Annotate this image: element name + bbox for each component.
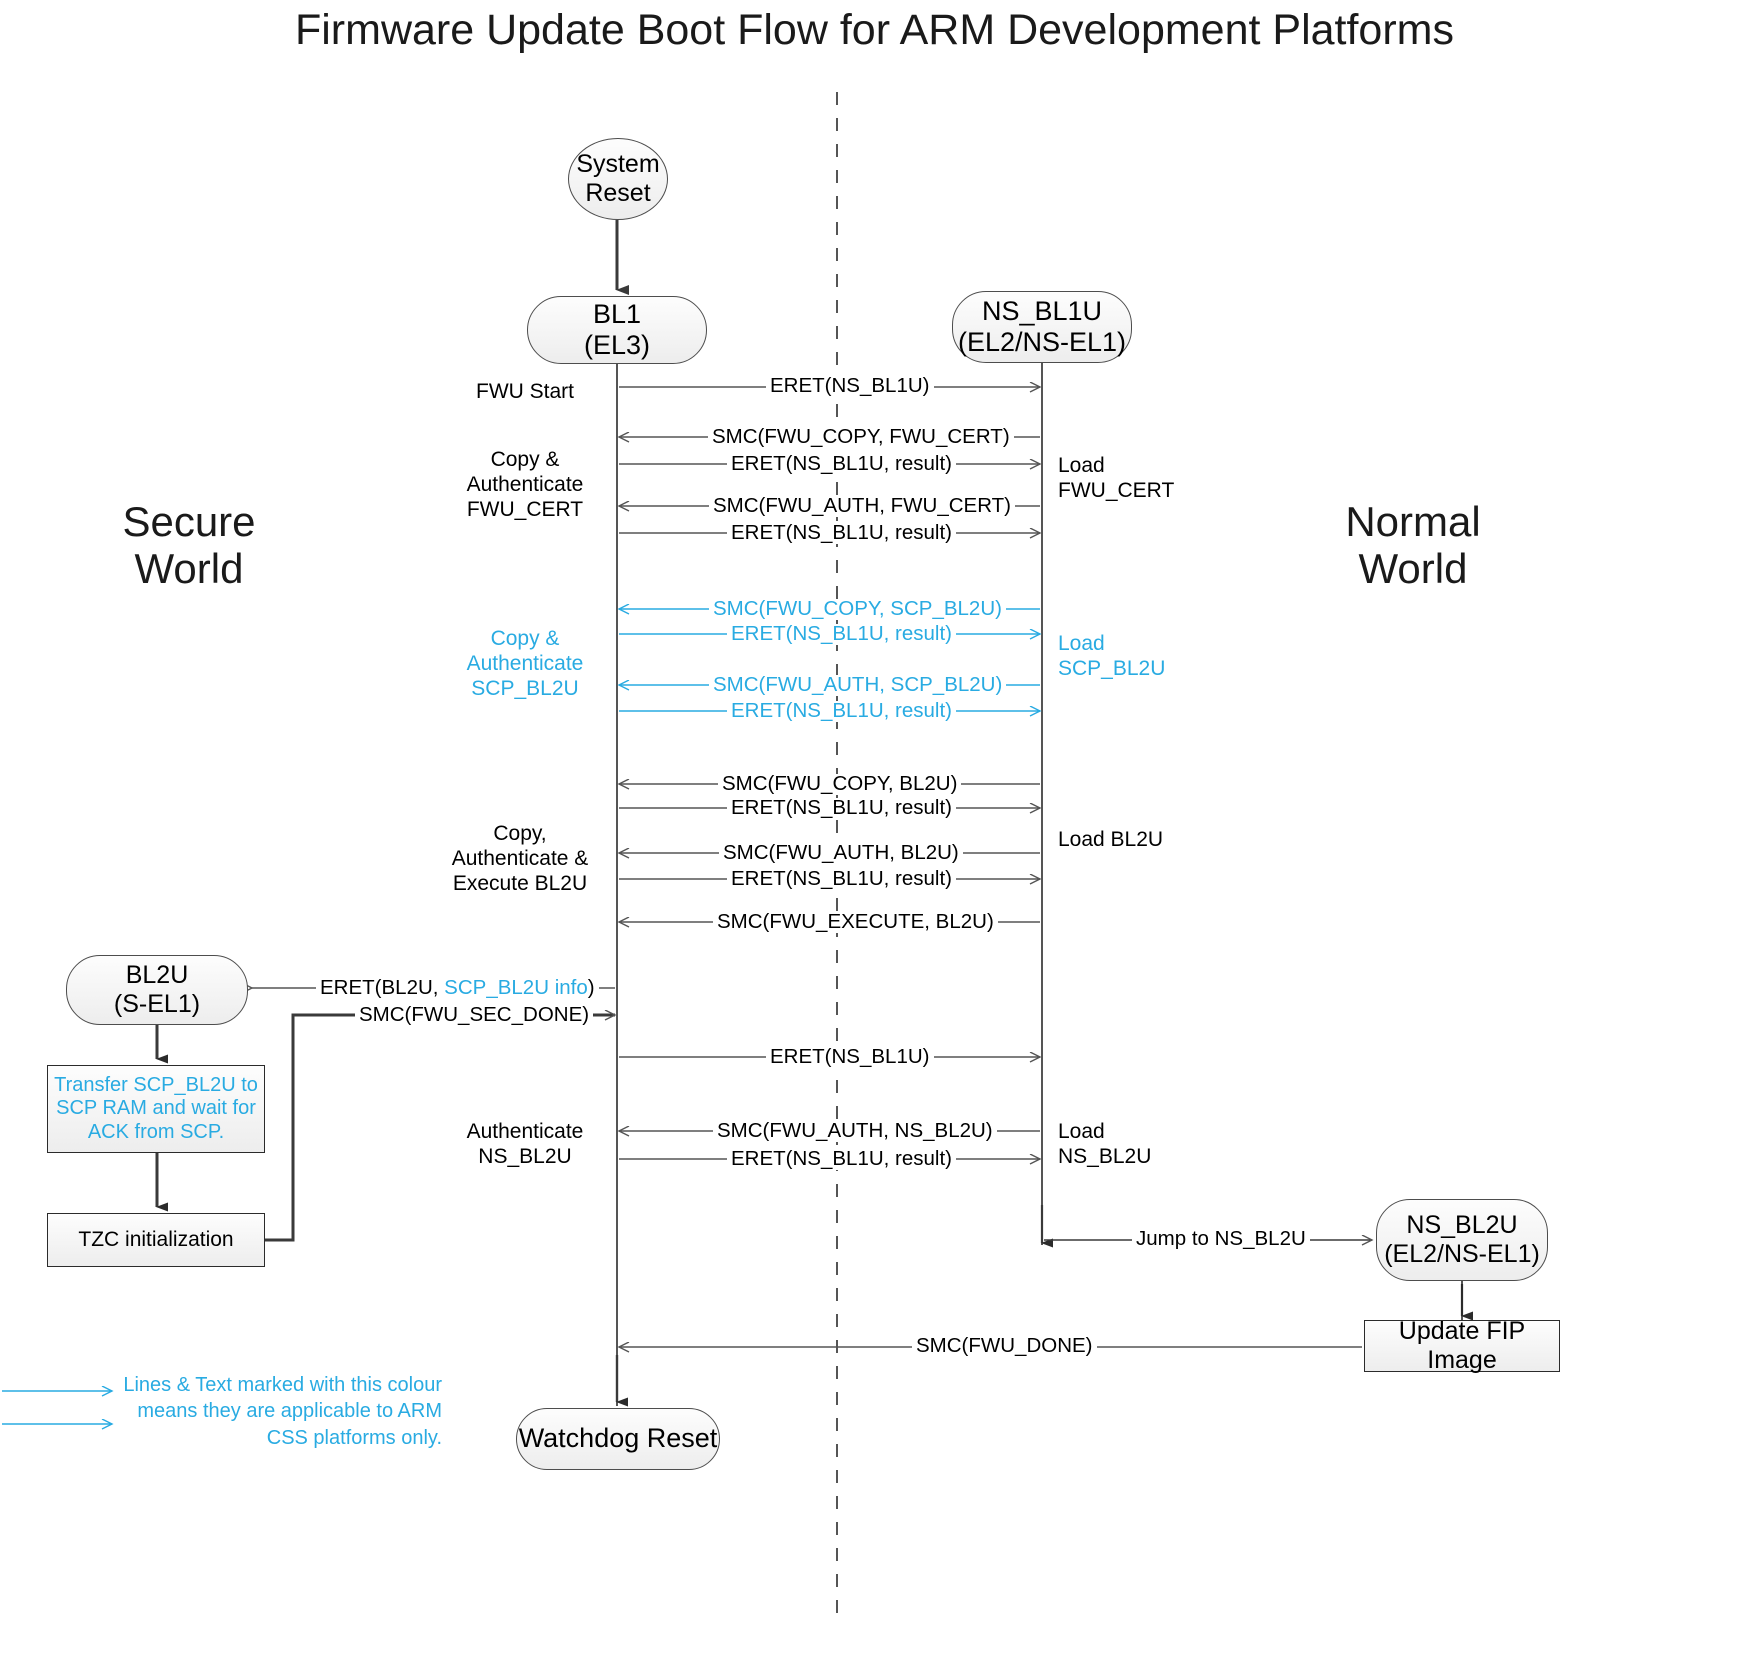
- eret-bl2u-highlight: SCP_BL2U info: [444, 976, 588, 999]
- label-copy-auth-scp-bl2u: Copy & Authenticate SCP_BL2U: [466, 627, 584, 700]
- box-update-fip-image[interactable]: Update FIP Image: [1364, 1317, 1560, 1374]
- eret-bl2u-prefix: ERET(BL2U,: [320, 976, 445, 999]
- message-label-m6: SMC(FWU_COPY, SCP_BL2U): [709, 598, 1006, 620]
- message-label-m9: ERET(NS_BL1U, result): [727, 700, 957, 722]
- message-label-m13: ERET(NS_BL1U, result): [727, 868, 957, 890]
- message-label-m19: Jump to NS_BL2U: [1132, 1228, 1310, 1250]
- label-load-fwu-cert: Load FWU_CERT: [1058, 454, 1175, 502]
- message-label-m10: SMC(FWU_COPY, BL2U): [718, 773, 962, 795]
- message-label-m12: SMC(FWU_AUTH, BL2U): [719, 842, 963, 864]
- box-tzc-initialization[interactable]: TZC initialization: [47, 1213, 265, 1267]
- normal-world-label: Normal World: [1345, 498, 1481, 593]
- node-watchdog-reset[interactable]: Watchdog Reset: [516, 1408, 720, 1470]
- message-label-m14: SMC(FWU_EXECUTE, BL2U): [713, 911, 998, 933]
- node-system-reset[interactable]: System Reset: [568, 138, 668, 220]
- label-load-bl2u: Load BL2U: [1058, 828, 1164, 851]
- message-label-m2: SMC(FWU_COPY, FWU_CERT): [708, 426, 1014, 448]
- message-label-m20: SMC(FWU_DONE): [912, 1335, 1097, 1357]
- message-label-m16: ERET(NS_BL1U): [766, 1046, 934, 1068]
- message-label-m8: SMC(FWU_AUTH, SCP_BL2U): [709, 674, 1007, 696]
- message-label-m17: SMC(FWU_AUTH, NS_BL2U): [713, 1120, 997, 1142]
- message-label-m4: SMC(FWU_AUTH, FWU_CERT): [709, 495, 1015, 517]
- message-label-m18: ERET(NS_BL1U, result): [727, 1148, 957, 1170]
- message-label-m15: SMC(FWU_SEC_DONE): [355, 1004, 594, 1026]
- message-label-m5: ERET(NS_BL1U, result): [727, 522, 957, 544]
- message-label-eret-bl2u: ERET(BL2U, SCP_BL2U info): [316, 976, 599, 999]
- eret-bl2u-suffix: ): [587, 976, 595, 999]
- label-copy-auth-fwu-cert: Copy & Authenticate FWU_CERT: [466, 448, 584, 521]
- page-title: Firmware Update Boot Flow for ARM Develo…: [294, 6, 1454, 54]
- label-fwu-start: FWU Start: [476, 380, 574, 403]
- node-ns-bl2u[interactable]: NS_BL2U (EL2/NS-EL1): [1376, 1199, 1548, 1281]
- message-label-m3: ERET(NS_BL1U, result): [727, 453, 957, 475]
- node-bl2u[interactable]: BL2U (S-EL1): [66, 955, 248, 1025]
- label-load-scp-bl2u: Load SCP_BL2U: [1058, 632, 1166, 680]
- secure-world-label: Secure World: [122, 498, 256, 593]
- message-label-m7: ERET(NS_BL1U, result): [727, 623, 957, 645]
- box-transfer-scp-bl2u[interactable]: Transfer SCP_BL2U to SCP RAM and wait fo…: [47, 1065, 265, 1153]
- node-ns-bl1u[interactable]: NS_BL1U (EL2/NS-EL1): [952, 291, 1132, 363]
- label-authenticate-ns-bl2u: Authenticate NS_BL2U: [466, 1120, 584, 1168]
- message-label-m1: ERET(NS_BL1U): [766, 375, 934, 397]
- legend-text: Lines & Text marked with this colour mea…: [123, 1374, 442, 1449]
- node-bl1[interactable]: BL1 (EL3): [527, 296, 707, 364]
- message-label-m11: ERET(NS_BL1U, result): [727, 797, 957, 819]
- label-load-ns-bl2u: Load NS_BL2U: [1058, 1120, 1152, 1168]
- label-copy-auth-exec-bl2u: Copy, Authenticate & Execute BL2U: [451, 822, 589, 895]
